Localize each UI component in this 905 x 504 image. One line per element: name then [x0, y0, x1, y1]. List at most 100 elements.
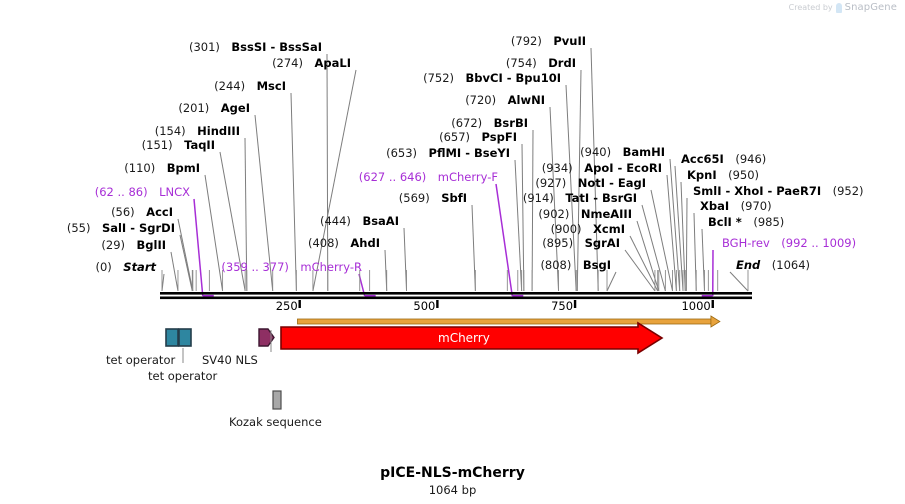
site-name: BssSI - BssSaI	[231, 40, 322, 54]
site-label-pflmi-bseyi: (653) PflMI - BseYI	[386, 147, 510, 159]
site-name: TatI - BsrGI	[565, 191, 637, 205]
site-name: Acc65I	[681, 152, 724, 166]
site-label-apali: (274) ApaLI	[272, 57, 351, 69]
site-position: (927)	[535, 176, 567, 190]
site-name: XbaI	[700, 199, 730, 213]
site-label-mcherry-f: (627 .. 646) mCherry-F	[359, 171, 498, 183]
site-position: (55)	[66, 221, 91, 235]
site-name: BclI *	[708, 215, 742, 229]
site-name: PspFI	[481, 130, 517, 144]
site-position: (244)	[214, 79, 246, 93]
site-name: SbfI	[441, 191, 467, 205]
site-name: SmlI - XhoI - PaeR7I	[693, 184, 822, 198]
site-position: (752)	[423, 71, 455, 85]
ruler-tick-label-500: 500	[413, 299, 436, 313]
site-name: ApaLI	[314, 56, 352, 70]
site-position: (29)	[101, 238, 125, 252]
site-name: mCherry-R	[300, 260, 362, 274]
site-position: (653)	[386, 146, 418, 160]
site-name: BpmI	[166, 161, 200, 175]
site-name: End	[736, 258, 761, 272]
site-position: (900)	[550, 222, 582, 236]
site-label-bsgi: (808) BsgI	[540, 259, 611, 271]
site-position: (569)	[398, 191, 430, 205]
site-name: BbvCI - Bpu10I	[465, 71, 561, 85]
site-name: DrdI	[548, 56, 576, 70]
site-label-nmeaiii: (902) NmeAIII	[538, 208, 632, 220]
ruler-tick-label-1000: 1000	[681, 299, 711, 313]
plasmid-length: 1064 bp	[428, 483, 477, 497]
site-label-tati-bsrgi: (914) TatI - BsrGI	[523, 192, 637, 204]
sequence-ruler	[160, 270, 752, 308]
site-name: TaqII	[184, 138, 215, 152]
feature-label-sv40-nls: SV40 NLS	[202, 353, 258, 367]
site-name: KpnI	[687, 168, 717, 182]
snapgene-watermark: Created by SnapGene	[789, 2, 897, 13]
site-label-drdi: (754) DrdI	[506, 57, 576, 69]
site-name: BsrBI	[493, 116, 528, 130]
site-label-alwni: (720) AlwNI	[465, 94, 545, 106]
site-name: NotI - EagI	[577, 176, 646, 190]
site-label-smli-xhoi-paer7i: SmlI - XhoI - PaeR7I (952)	[693, 185, 864, 197]
site-position: (946)	[735, 152, 767, 166]
snapgene-logo-icon	[835, 2, 842, 13]
site-position: (950)	[728, 168, 760, 182]
site-label-lncx: (62 .. 86) LNCX	[95, 186, 190, 198]
site-name: AccI	[146, 205, 173, 219]
site-label-bsssi-bsssai: (301) BssSI - BssSaI	[189, 41, 322, 53]
site-label-xbai: XbaI (970)	[700, 200, 772, 212]
site-position: (952)	[832, 184, 864, 198]
site-position: (56)	[111, 205, 135, 219]
site-label-sgrai: (895) SgrAI	[542, 237, 620, 249]
ruler-tick-label-250: 250	[275, 299, 298, 313]
site-label-bsrbi: (672) BsrBI	[451, 117, 528, 129]
site-position: (62 .. 86)	[94, 185, 148, 199]
site-label-bbvci-bpu10i: (752) BbvCI - Bpu10I	[423, 72, 561, 84]
site-position: (914)	[522, 191, 554, 205]
feature-label-tet-operator-1: tet operator	[106, 353, 176, 367]
site-name: BGH-rev	[722, 236, 770, 250]
site-position: (895)	[542, 236, 574, 250]
site-position: (201)	[178, 101, 210, 115]
site-position: (301)	[188, 40, 220, 54]
ruler-tick-label-750: 750	[551, 299, 574, 313]
site-name: SalI - SgrDI	[101, 221, 175, 235]
site-label-end: End (1064)	[736, 259, 810, 271]
site-label-start: (0) Start	[95, 261, 156, 273]
site-label-sbfi: (569) SbfI	[399, 192, 467, 204]
site-name: BamHI	[622, 145, 665, 159]
site-name: PvuII	[553, 34, 586, 48]
site-label-taqii: (151) TaqII	[142, 139, 215, 151]
site-name: AhdI	[350, 236, 380, 250]
site-name: BsgI	[582, 258, 611, 272]
site-label-bsaai: (444) BsaAI	[320, 215, 399, 227]
feature-label-tet-operator-2: tet operator	[148, 369, 218, 383]
site-position: (754)	[505, 56, 537, 70]
site-name: NmeAIII	[580, 207, 632, 221]
site-label-ahdi: (408) AhdI	[308, 237, 380, 249]
site-label-xcmi: (900) XcmI	[551, 223, 625, 235]
site-label-pspfi: (657) PspFI	[439, 131, 517, 143]
site-position: (672)	[451, 116, 483, 130]
site-label-bpmi: (110) BpmI	[124, 162, 200, 174]
site-position: (408)	[307, 236, 339, 250]
site-position: (444)	[320, 214, 351, 228]
site-position: (934)	[541, 161, 573, 175]
site-label-acc65i: Acc65I (946)	[681, 153, 766, 165]
site-name: BglII	[136, 238, 167, 252]
site-position: (902)	[538, 207, 570, 221]
site-position: (792)	[510, 34, 542, 48]
site-name: LNCX	[159, 185, 190, 199]
site-label-mcherry-r: (359 .. 377) mCherry-R	[221, 261, 362, 273]
site-position: (657)	[439, 130, 471, 144]
site-position: (808)	[540, 258, 572, 272]
site-name: AlwNI	[507, 93, 545, 107]
site-position: (720)	[465, 93, 497, 107]
site-position: (110)	[124, 161, 156, 175]
watermark-brand: SnapGene	[844, 2, 897, 13]
site-position: (940)	[580, 145, 612, 159]
site-label-bglii: (29) BglII	[101, 239, 166, 251]
site-label-agei: (201) AgeI	[178, 102, 250, 114]
site-label-bamhi: (940) BamHI	[580, 146, 665, 158]
